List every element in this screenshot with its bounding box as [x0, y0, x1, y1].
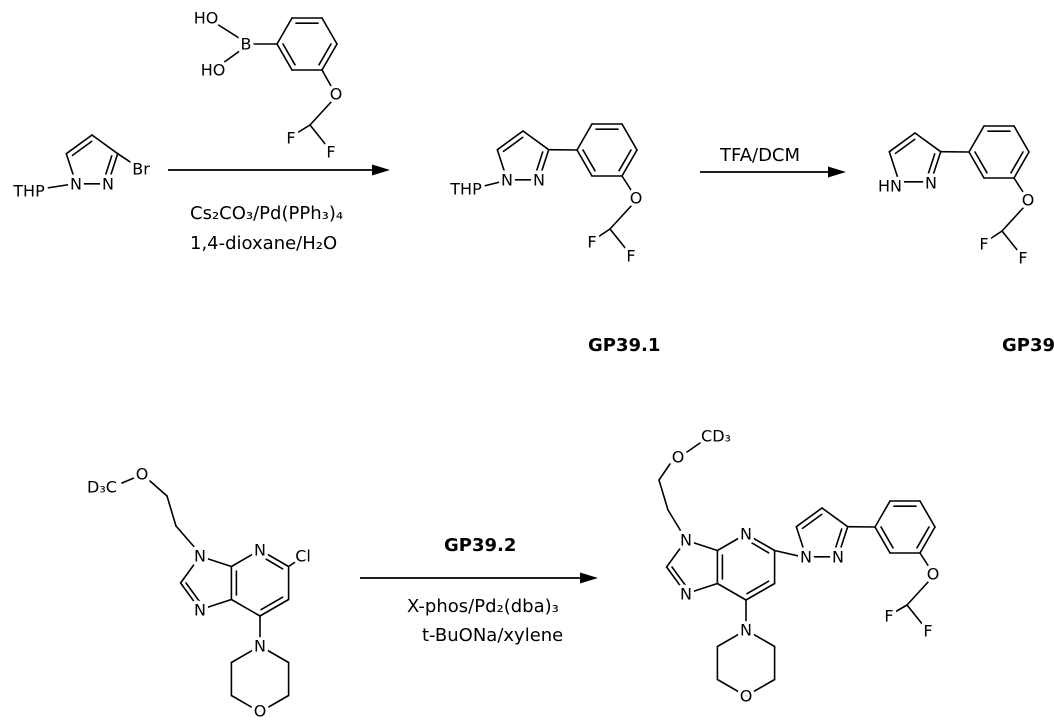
- n-atom-label: N: [800, 548, 812, 567]
- o-atom-label: O: [672, 448, 685, 467]
- n-atom-label: N: [925, 174, 937, 193]
- ho-atom-label: HO: [194, 9, 219, 28]
- boronic-acid-structure: HO B HO O F F: [190, 5, 346, 165]
- boron-atom-label: B: [241, 35, 252, 54]
- intermediate-gp39-1-structure: THP N N O F F GP39.1: [446, 123, 660, 356]
- f-atom-label: F: [923, 622, 932, 641]
- coupled-product-bonds: [658, 442, 936, 697]
- coupled-product-structure: CD₃ O N N N N N O F F N O: [658, 423, 943, 709]
- o-atom-label: O: [1022, 191, 1035, 210]
- reaction-arrow-1: [168, 164, 390, 176]
- aryl-chloride-structure: D₃C O N N Cl N N O: [84, 461, 315, 724]
- thp-group-label: THP: [449, 180, 482, 199]
- cl-atom-label: Cl: [295, 547, 311, 566]
- reaction-arrow-2: [700, 166, 846, 178]
- o-atom-label: O: [740, 687, 753, 706]
- o-atom-label: O: [630, 189, 643, 208]
- aryl-chloride-bonds: [121, 477, 297, 713]
- o-atom-label: O: [330, 85, 343, 104]
- f-atom-label: F: [979, 235, 988, 254]
- ho-atom-label: HO: [201, 61, 226, 80]
- cd3-group-label: CD₃: [701, 427, 731, 446]
- n-atom-label: N: [740, 525, 752, 544]
- n-atom-label: N: [832, 548, 844, 567]
- reagent-label-gp39-2: GP39.2: [444, 535, 516, 556]
- o-atom-label: O: [927, 565, 940, 584]
- n-atom-label: N: [501, 171, 513, 190]
- step3-conditions-line2: t-BuONa/xylene: [422, 625, 563, 646]
- o-atom-label: O: [136, 465, 149, 484]
- pyrazole-bromide-bonds: [46, 134, 132, 189]
- step1-conditions-line2: 1,4-dioxane/H₂O: [190, 233, 337, 254]
- f-atom-label: F: [626, 247, 635, 266]
- f-atom-label: F: [326, 143, 335, 162]
- n-atom-label: N: [194, 547, 206, 566]
- step2-conditions-line1: TFA/DCM: [719, 145, 800, 166]
- n-atom-label: N: [70, 175, 82, 194]
- f-atom-label: F: [1018, 249, 1027, 268]
- o-atom-label: O: [254, 702, 267, 721]
- br-atom-label: Br: [132, 160, 150, 179]
- compound-label-gp39-1: GP39.1: [588, 335, 660, 356]
- n-atom-label: N: [254, 541, 266, 560]
- n-atom-label: N: [194, 601, 206, 620]
- product-gp39-structure: HN N O F F GP39: [875, 125, 1054, 356]
- n-atom-label: N: [680, 585, 692, 604]
- compound-label-gp39: GP39: [1002, 335, 1054, 356]
- f-atom-label: F: [286, 129, 295, 148]
- hn-atom-label: HN: [878, 177, 902, 196]
- n-atom-label: N: [102, 175, 114, 194]
- f-atom-label: F: [884, 607, 893, 626]
- n-atom-label: N: [740, 621, 752, 640]
- pyrazole-bromide-structure: THP N N Br: [9, 134, 154, 204]
- f-atom-label: F: [587, 233, 596, 252]
- boronic-acid-bonds: [216, 17, 338, 146]
- thp-group-label: THP: [12, 182, 45, 201]
- product-gp39-bonds: [888, 125, 1030, 252]
- reaction-arrow-3: [360, 572, 598, 584]
- step3-conditions-line1: X-phos/Pd₂(dba)₃: [407, 596, 559, 617]
- d3c-group-label: D₃C: [87, 478, 117, 497]
- step1-conditions-line1: Cs₂CO₃/Pd(PPh₃)₄: [190, 203, 343, 224]
- n-atom-label: N: [680, 531, 692, 550]
- n-atom-label: N: [533, 171, 545, 190]
- intermediate-bonds: [483, 123, 638, 250]
- n-atom-label: N: [254, 637, 266, 656]
